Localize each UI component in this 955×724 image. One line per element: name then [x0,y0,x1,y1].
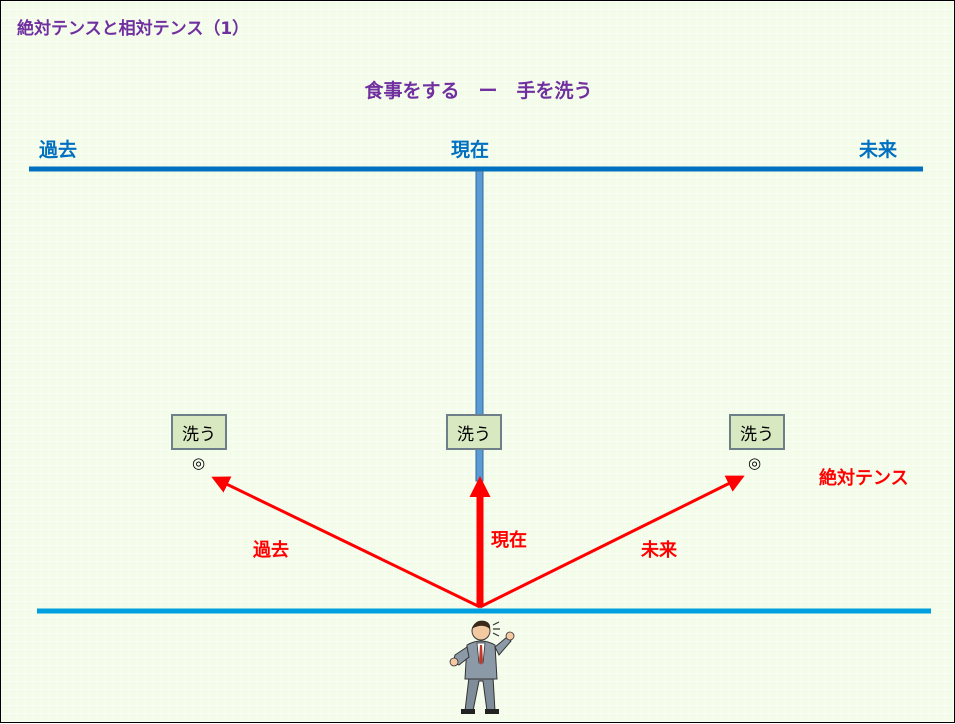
diagram-subtitle: 食事をする ー 手を洗う [364,80,593,102]
absolute-tense-label: 絶対テンス [819,468,909,489]
double-circle-mark-past: ◎ [192,454,206,472]
arrow-past [211,476,481,609]
speaker-icon [449,620,515,714]
arrow-label-future: 未来 [641,540,677,561]
arrow-label-past: 過去 [253,540,289,561]
timeline-label-future: 未来 [859,139,898,161]
box-wash-past: 洗う [171,414,227,450]
box-wash-future: 洗う [729,414,785,450]
box-wash-present: 洗う [446,414,502,450]
arrow-label-present: 現在 [491,530,527,551]
timeline-label-present: 現在 [451,139,490,161]
double-circle-mark-future: ◎ [748,454,762,472]
arrow-future [479,475,745,609]
slide-title: 絶対テンスと相対テンス（1） [17,19,250,39]
timeline-label-past: 過去 [39,139,78,161]
